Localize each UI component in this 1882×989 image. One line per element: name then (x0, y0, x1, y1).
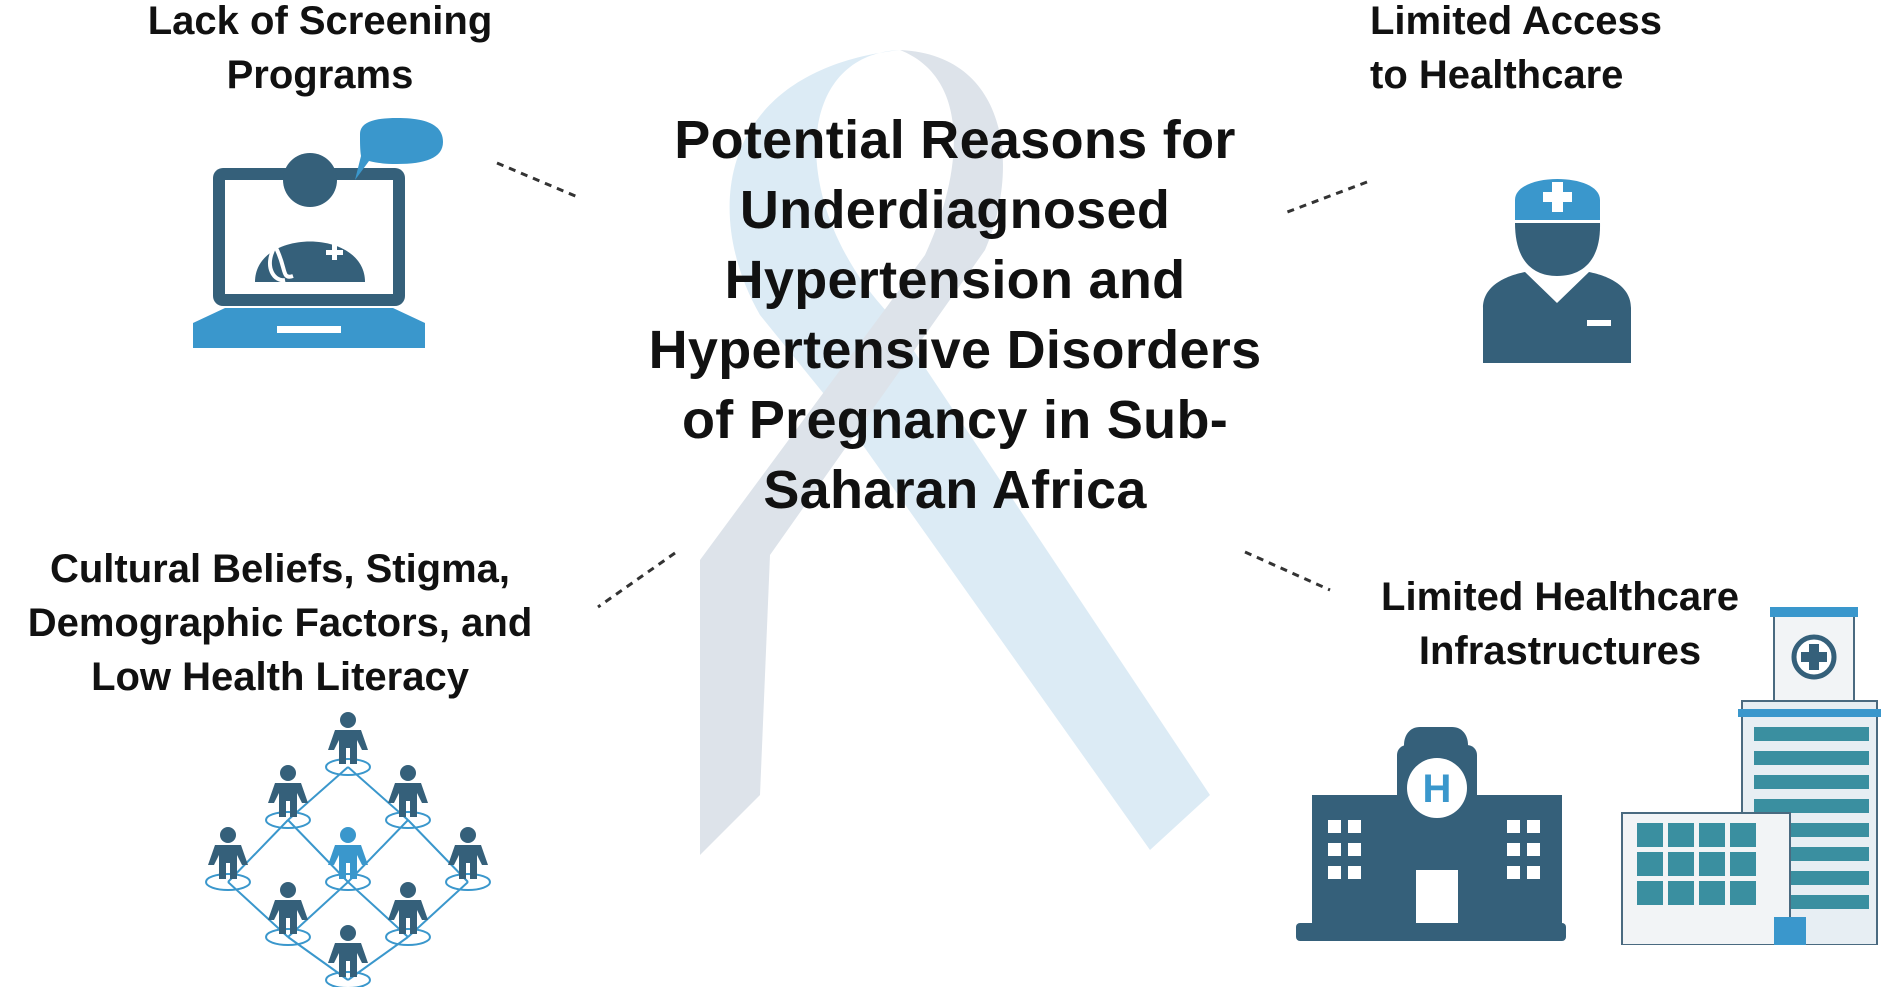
title-line: Saharan Africa (763, 460, 1147, 520)
telehealth-laptop-icon (193, 118, 443, 348)
title-line: of Pregnancy in Sub- (681, 390, 1229, 450)
title-line: Potential Reasons for (674, 110, 1236, 170)
connector-access (1281, 180, 1368, 216)
community-network-icon (205, 712, 491, 987)
hospital-buildings-icon: H (1296, 607, 1881, 945)
factor-label-screening: Lack of Screening Programs (147, 0, 493, 97)
factor-label-access: Limited Access to Healthcare (1370, 0, 1662, 97)
nurse-icon (1483, 179, 1631, 363)
title-line: Hypertensive Disorders (648, 320, 1262, 380)
title-line: Hypertension and (724, 250, 1186, 310)
connector-cultural (597, 551, 676, 609)
factor-label-infrastructure: Limited Healthcare Infrastructures (1381, 575, 1739, 673)
factor-label-cultural: Cultural Beliefs, Stigma, Demographic Fa… (27, 547, 533, 699)
connector-infrastructure (1244, 550, 1331, 592)
connector-screening (496, 161, 581, 200)
svg-text:H: H (1423, 767, 1452, 811)
diagram-title: Potential Reasons for Underdiagnosed Hyp… (600, 105, 1310, 525)
title-line: Underdiagnosed (739, 180, 1171, 240)
